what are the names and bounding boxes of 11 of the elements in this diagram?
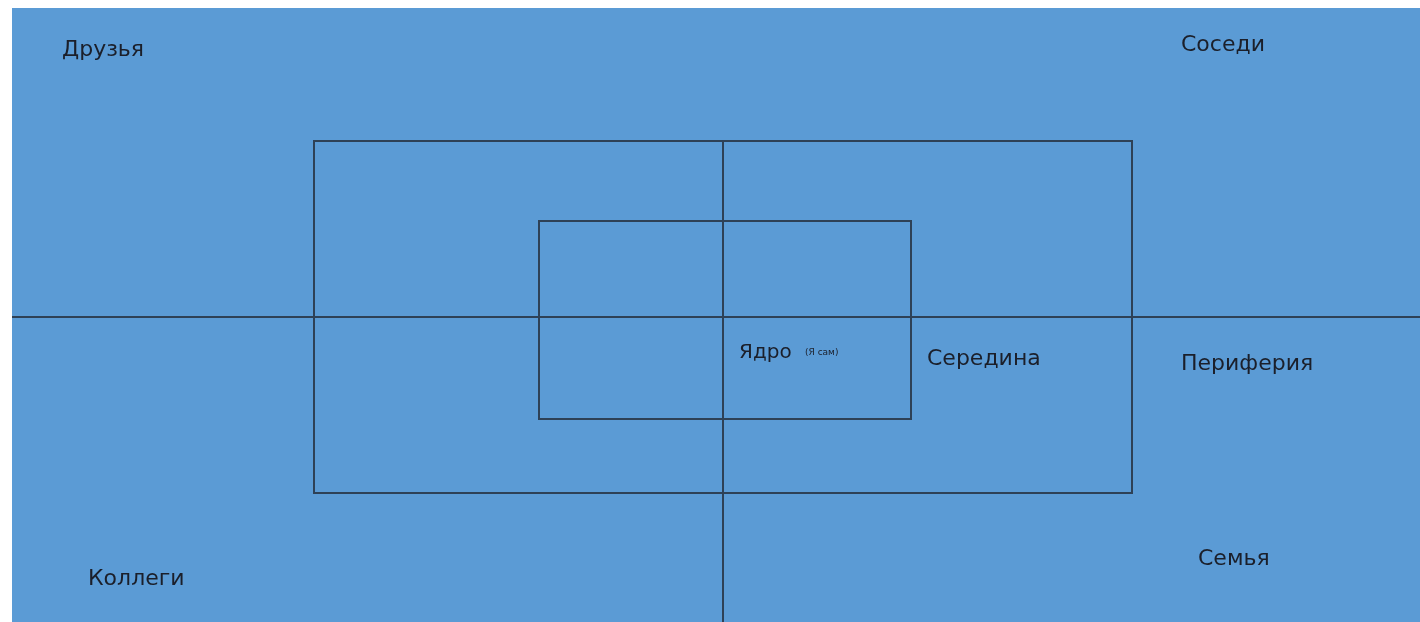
middle-box (313, 140, 1133, 494)
group-label: Семья (1198, 545, 1270, 570)
zone-label: Периферия (1181, 350, 1314, 375)
group-label: Коллеги (88, 565, 185, 590)
zone-note: (Я сам) (805, 347, 839, 357)
zone-label: Ядро (739, 339, 792, 363)
periphery-area (12, 8, 1420, 622)
zone-label: Середина (927, 345, 1041, 370)
core-box (538, 220, 912, 420)
group-label: Соседи (1181, 31, 1265, 56)
group-label: Друзья (62, 36, 145, 61)
